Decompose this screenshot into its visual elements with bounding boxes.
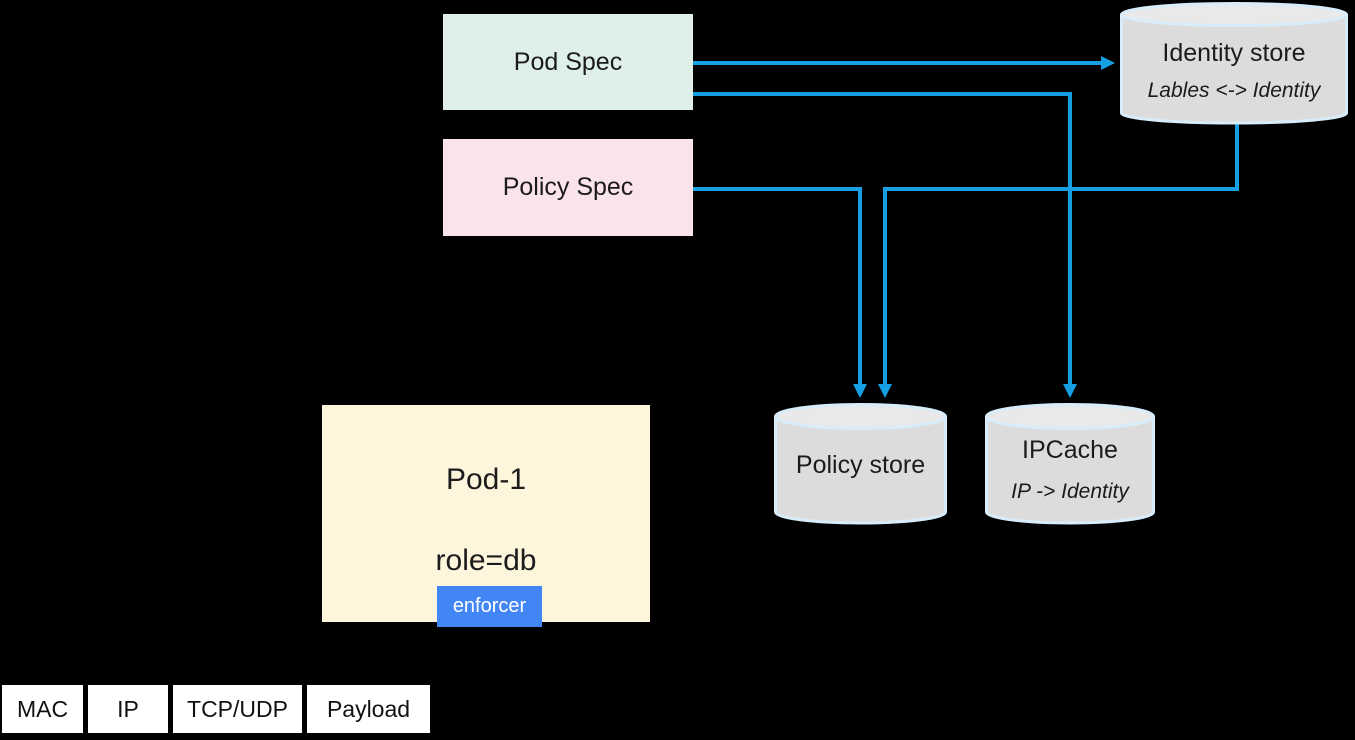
enforcer-chip: enforcer	[437, 586, 542, 627]
identity-store-title: Identity store	[1162, 39, 1306, 67]
pod1-title: Pod-1	[445, 463, 527, 496]
arrow-identitystore-to-policystore	[878, 124, 1239, 398]
packet-strip: MAC IP TCP/UDP Payload	[2, 685, 430, 733]
pod-spec-box: Pod Spec	[443, 14, 693, 110]
cylinder-shape	[1120, 2, 1348, 125]
policy-spec-label: Policy Spec	[502, 173, 634, 201]
enforcer-label: enforcer	[452, 595, 527, 617]
arrow-podspec-to-ipcache	[693, 92, 1077, 398]
identity-store-subtitle: Lables <-> Identity	[1147, 79, 1321, 102]
arrow-policyspec-to-policystore	[693, 187, 867, 398]
policy-spec-box: Policy Spec	[443, 139, 693, 236]
packet-field-payload-label: Payload	[326, 695, 411, 722]
packet-field-ip: IP	[88, 685, 168, 733]
packet-field-mac: MAC	[2, 685, 83, 733]
packet-field-mac-label: MAC	[16, 695, 69, 722]
identity-store-cylinder: Identity store Lables <-> Identity	[1120, 2, 1348, 136]
policy-store-title: Policy store	[795, 451, 926, 479]
pod1-role-label: role=db	[435, 544, 537, 577]
pod1-box: Pod-1 role=db	[322, 405, 650, 622]
ipcache-subtitle: IP -> Identity	[1011, 480, 1129, 503]
ipcache-cylinder: IPCache IP -> Identity	[985, 402, 1155, 536]
policy-store-cylinder: Policy store	[774, 402, 947, 536]
cylinder-shape	[774, 403, 947, 525]
cylinder-shape	[985, 403, 1155, 525]
packet-field-payload: Payload	[307, 685, 430, 733]
packet-field-tcpudp: TCP/UDP	[173, 685, 302, 733]
packet-field-tcpudp-label: TCP/UDP	[187, 695, 288, 722]
pod-spec-label: Pod Spec	[513, 47, 623, 76]
packet-field-ip-label: IP	[117, 695, 139, 722]
ipcache-title: IPCache	[1022, 436, 1118, 464]
